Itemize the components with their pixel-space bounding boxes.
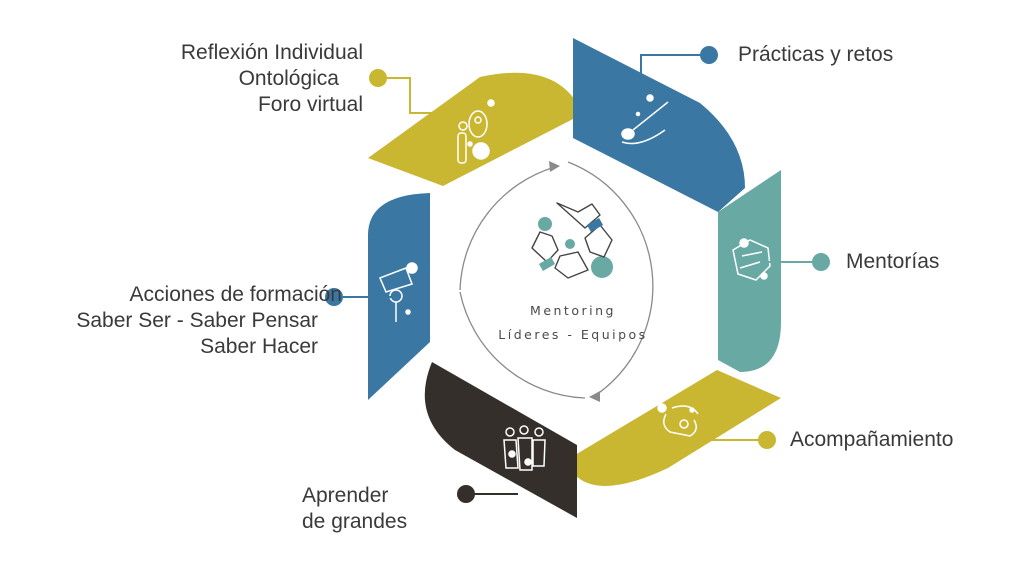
label-mentorias: Mentorías — [846, 249, 939, 275]
label-reflexion: Reflexión Individual Ontológica Foro vir… — [181, 40, 363, 118]
people-ideas-icon — [457, 99, 495, 164]
label-line: Foro virtual — [257, 93, 363, 116]
connector-reflexion — [369, 69, 462, 114]
handshake-icon — [657, 403, 699, 437]
arrow-head-lower — [589, 391, 600, 402]
paintbrush-icon — [621, 94, 669, 145]
label-practicas: Prácticas y retos — [738, 42, 893, 68]
label-line: Mentorías — [846, 250, 940, 273]
label-line: Aprender — [302, 484, 389, 507]
segment-practicas — [573, 38, 745, 212]
laptop-person-icon — [379, 262, 418, 322]
segment-aprender — [424, 362, 577, 518]
center-subtitle: Líderes - Equipos — [498, 327, 647, 342]
label-line: de grandes — [302, 510, 408, 533]
cycle-arrow-right — [567, 161, 654, 396]
label-aprender: Aprender de grandes — [302, 483, 407, 535]
connector-mentorias — [768, 253, 830, 271]
segment-reflexion — [368, 72, 575, 186]
hands-circle-icon — [531, 202, 613, 279]
segment-acompanamiento — [575, 370, 781, 486]
connector-acciones — [325, 288, 392, 306]
connector-aprender — [457, 485, 518, 503]
center-title: Mentoring — [530, 303, 616, 318]
label-line: Acompañamiento — [790, 428, 954, 451]
arrow-head-upper — [549, 161, 560, 172]
label-acompanamiento: Acompañamiento — [790, 427, 953, 453]
label-line: Prácticas y retos — [738, 43, 894, 66]
label-line: Ontológica — [238, 67, 339, 90]
group-people-icon — [503, 425, 546, 471]
label-acciones: Acciones de formación Saber Ser - Saber … — [76, 282, 342, 360]
label-line: Reflexión Individual — [180, 41, 363, 64]
label-line: Saber Ser - Saber Pensar — [76, 309, 318, 332]
segment-mentorias — [718, 170, 781, 372]
hands-icon — [732, 238, 771, 281]
cycle-arrow-lower — [459, 291, 586, 399]
label-line: Saber Hacer — [200, 335, 318, 358]
label-line: Acciones de formación — [129, 283, 342, 306]
segment-acciones — [368, 193, 430, 400]
connector-acompanamiento — [696, 431, 776, 449]
connector-practicas — [640, 46, 718, 98]
cycle-arrow-upper — [459, 166, 556, 291]
